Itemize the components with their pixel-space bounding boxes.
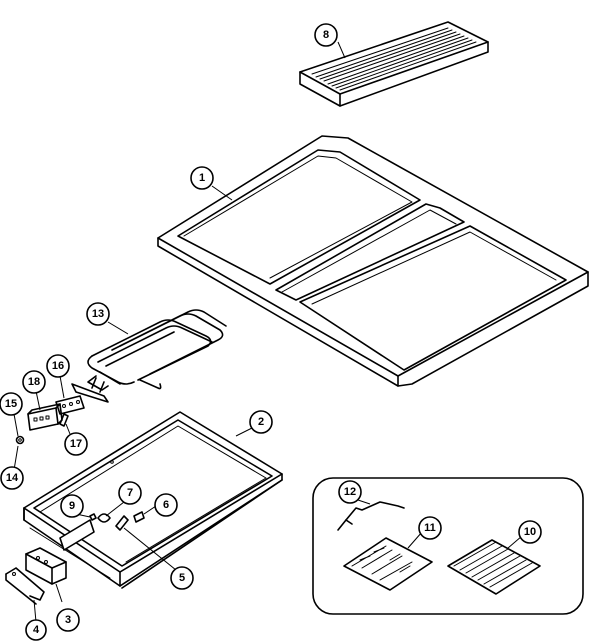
- svg-text:6: 6: [163, 499, 169, 511]
- svg-text:8: 8: [323, 29, 329, 41]
- svg-text:1: 1: [199, 172, 205, 184]
- callout-13: 13: [86, 302, 110, 326]
- terminal-block-16-part: [55, 395, 85, 415]
- svg-text:13: 13: [92, 308, 104, 320]
- leader-18: [35, 390, 41, 411]
- leader-2: [235, 427, 253, 437]
- leader-17: [65, 423, 71, 435]
- callout-7: 7: [118, 481, 142, 505]
- wire-rack-part: [337, 501, 405, 531]
- callout-14: 14: [0, 466, 24, 490]
- leader-8: [337, 41, 346, 59]
- grill-grate-part: [447, 539, 541, 595]
- callout-4: 4: [25, 619, 47, 641]
- leader-12: [357, 499, 371, 505]
- leader-4: [33, 599, 37, 623]
- cooktop-frame-part: [157, 135, 589, 387]
- callout-10: 10: [518, 520, 542, 544]
- svg-text:15: 15: [5, 398, 17, 410]
- bracket-5-part: [115, 515, 129, 531]
- callout-6: 6: [154, 493, 178, 517]
- callout-17: 17: [64, 432, 88, 456]
- callout-5: 5: [170, 566, 194, 590]
- callout-8: 8: [314, 23, 338, 47]
- leader-6: [143, 505, 157, 515]
- leader-10: [507, 535, 523, 549]
- leader-14: [13, 445, 19, 471]
- leader-15: [13, 413, 19, 437]
- screw-6-part: [133, 511, 145, 523]
- leader-1: [211, 185, 233, 201]
- svg-text:2: 2: [258, 416, 264, 428]
- svg-text:10: 10: [524, 526, 536, 538]
- leader-7: [105, 501, 125, 517]
- svg-text:4: 4: [33, 624, 40, 636]
- callout-3: 3: [56, 608, 80, 632]
- leader-3: [55, 583, 63, 603]
- callout-11: 11: [418, 516, 442, 540]
- svg-text:3: 3: [65, 614, 71, 626]
- callout-9: 9: [60, 494, 84, 518]
- svg-text:12: 12: [344, 486, 356, 498]
- grill-cover-part: [299, 21, 489, 107]
- drip-pan-part: [23, 411, 283, 589]
- callout-18: 18: [22, 370, 46, 394]
- leader-lines: [13, 41, 523, 623]
- callout-15: 15: [0, 392, 23, 416]
- terminal-block-18-part: [27, 403, 63, 431]
- callout-12: 12: [338, 480, 362, 504]
- callout-16: 16: [46, 354, 70, 378]
- screw-7-part: [97, 513, 111, 523]
- svg-text:5: 5: [179, 572, 185, 584]
- bracket-3-part: [25, 547, 67, 585]
- callout-1: 1: [190, 166, 214, 190]
- accessories-panel: [312, 477, 584, 615]
- washer-part: [89, 513, 97, 521]
- nut-part: [15, 435, 25, 445]
- leader-16: [59, 375, 65, 399]
- callout-2: 2: [249, 410, 273, 434]
- svg-text:14: 14: [6, 472, 19, 484]
- leader-13: [107, 321, 129, 335]
- svg-text:16: 16: [52, 360, 64, 372]
- heating-element-part: [71, 309, 227, 403]
- svg-text:7: 7: [127, 487, 133, 499]
- hinge-bracket-part: [5, 567, 45, 605]
- leader-11: [407, 531, 423, 549]
- clip-part: [59, 413, 69, 427]
- hardware-group: [89, 511, 145, 531]
- svg-text:11: 11: [424, 522, 436, 534]
- leader-5: [123, 527, 177, 571]
- svg-text:9: 9: [69, 500, 75, 512]
- svg-text:18: 18: [28, 376, 40, 388]
- svg-text:17: 17: [70, 438, 82, 450]
